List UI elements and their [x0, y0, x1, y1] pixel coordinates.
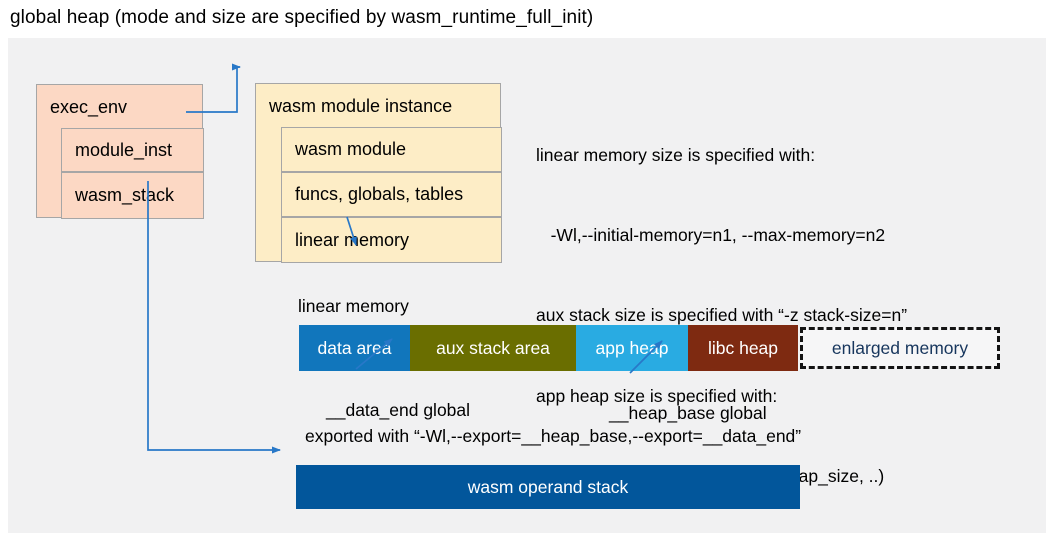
segment-app-heap: app heap [576, 325, 688, 371]
wasm-operand-stack-bar: wasm operand stack [296, 465, 800, 509]
note-line: -Wl,--initial-memory=n1, --max-memory=n2 [536, 224, 886, 245]
wasm-module-instance-box: wasm module instance wasm module funcs, … [255, 83, 502, 263]
wasm-module-instance-header: wasm module instance [269, 96, 453, 116]
segment-libc-heap: libc heap [688, 325, 798, 371]
note-line: app heap size is specified with: [536, 385, 778, 406]
segment-aux-stack-area: aux stack area [410, 325, 576, 371]
instance-row-wasm-module: wasm module [281, 127, 502, 172]
data-end-global-label: __data_end global [326, 400, 471, 420]
diagram-title: global heap (mode and size are specified… [10, 7, 594, 28]
diagram-panel: exec_env module_inst wasm_stack wasm mod… [8, 38, 1046, 547]
heap-base-global-label: __heap_base global [609, 403, 767, 423]
exec-env-box: exec_env module_inst wasm_stack [36, 84, 204, 219]
note-line: aux stack size is specified with “-z sta… [536, 305, 908, 326]
exec-env-row-wasm-stack: wasm_stack [61, 172, 204, 219]
linear-memory-label: linear memory [298, 296, 409, 316]
operand-stack-notes: wasm operand stack size is specified by … [198, 517, 884, 547]
segment-enlarged-memory: enlarged memory [800, 327, 1000, 369]
exec-env-row-module-inst: module_inst [61, 128, 204, 172]
segment-data-area: data area [299, 325, 410, 371]
note-line: linear memory size is specified with: [536, 144, 816, 165]
instance-row-linear-memory: linear memory [281, 217, 502, 263]
exec-env-header: exec_env [50, 97, 128, 117]
exported-with-label: exported with “-Wl,--export=__heap_base,… [305, 426, 802, 446]
instance-row-funcs-globals-tables: funcs, globals, tables [281, 172, 502, 217]
